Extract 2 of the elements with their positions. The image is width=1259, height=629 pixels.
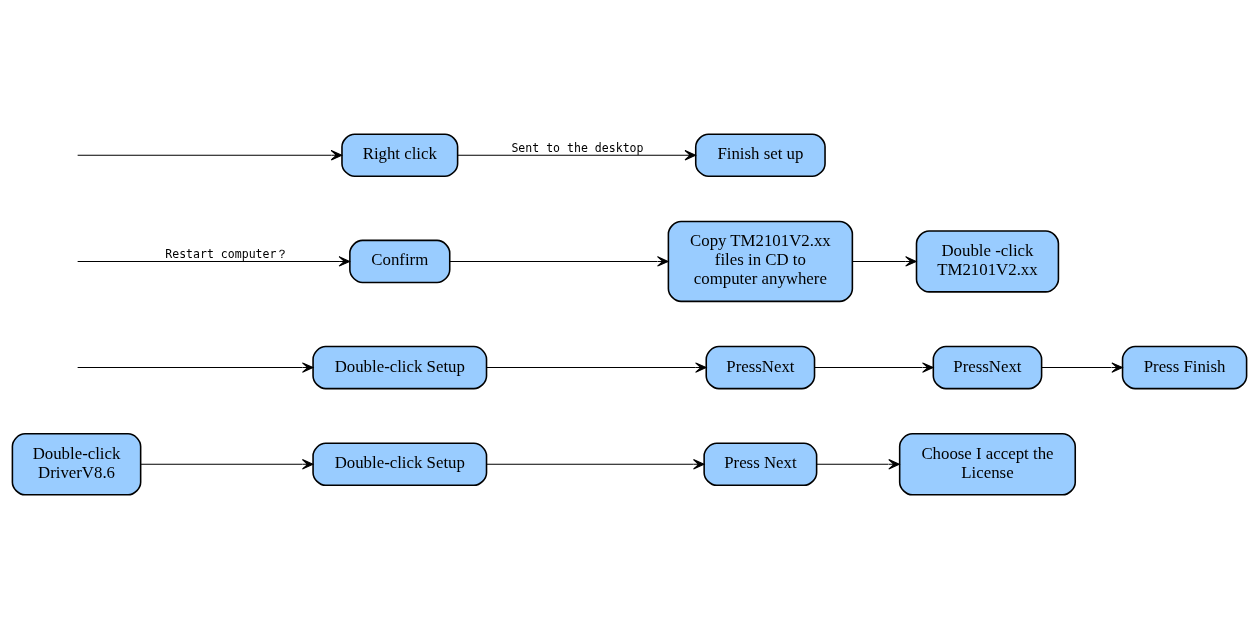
edge-label: Restart computer？ (165, 247, 289, 262)
edge-label: Sent to the desktop (511, 140, 644, 155)
